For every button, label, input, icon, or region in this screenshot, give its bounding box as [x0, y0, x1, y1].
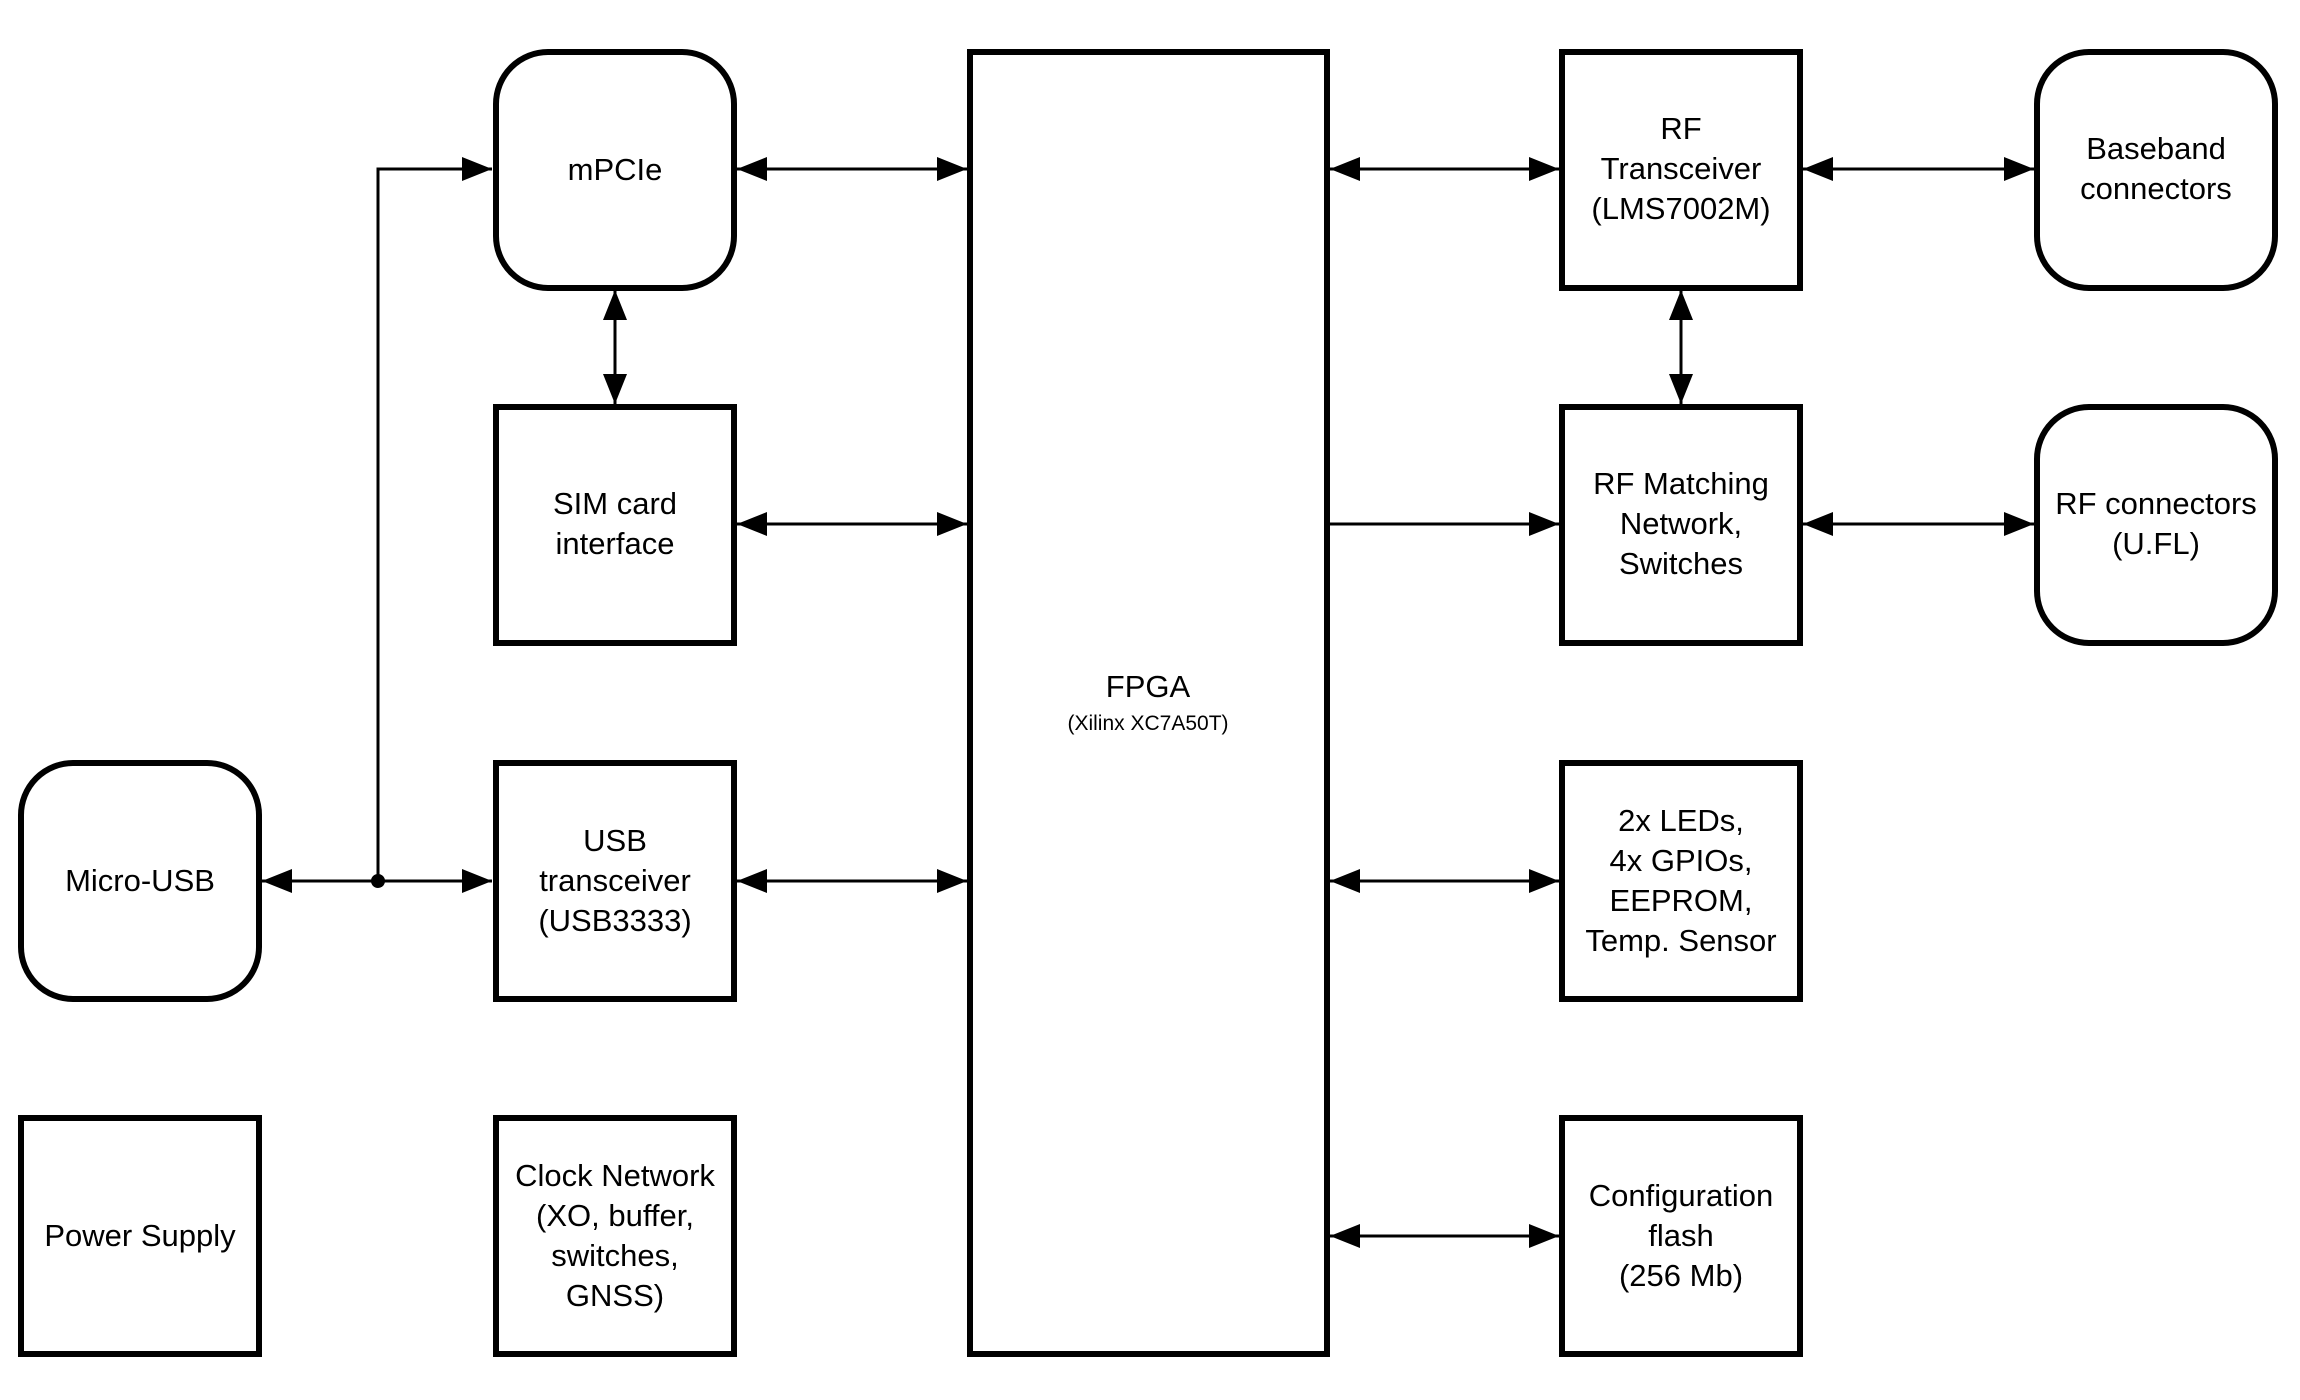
block-label: 2x LEDs,: [1618, 803, 1744, 838]
block-label: Configuration: [1589, 1178, 1773, 1213]
block-label: RF: [1660, 111, 1701, 146]
block-label: Baseband: [2086, 131, 2226, 166]
block-mpcie: mPCIe: [493, 49, 737, 291]
block-label: connectors: [2080, 171, 2232, 206]
block-label: mPCIe: [568, 152, 663, 187]
block-clock-network: Clock Network (XO, buffer, switches, GNS…: [493, 1115, 737, 1357]
block-rf-matching-network: RF Matching Network, Switches: [1559, 404, 1803, 646]
block-sim-card-interface: SIM card interface: [493, 404, 737, 646]
block-label: Transceiver: [1601, 151, 1762, 186]
block-label: RF connectors: [2055, 486, 2257, 521]
block-label: EEPROM,: [1610, 883, 1753, 918]
block-label: SIM card: [553, 486, 677, 521]
block-sublabel: (Xilinx XC7A50T): [1067, 712, 1228, 735]
block-label: switches,: [551, 1238, 678, 1273]
block-usb-transceiver: USB transceiver (USB3333): [493, 760, 737, 1002]
block-label: RF Matching: [1593, 466, 1769, 501]
block-configuration-flash: Configuration flash (256 Mb): [1559, 1115, 1803, 1357]
block-power-supply: Power Supply: [18, 1115, 262, 1357]
block-label: Temp. Sensor: [1585, 923, 1776, 958]
block-rf-transceiver: RF Transceiver (LMS7002M): [1559, 49, 1803, 291]
block-micro-usb: Micro-USB: [18, 760, 262, 1002]
block-label: interface: [556, 526, 675, 561]
block-label: 4x GPIOs,: [1610, 843, 1753, 878]
block-label: GNSS): [566, 1278, 664, 1313]
block-leds-gpios-eeprom-sensor: 2x LEDs, 4x GPIOs, EEPROM, Temp. Sensor: [1559, 760, 1803, 1002]
block-label: (XO, buffer,: [536, 1198, 694, 1233]
block-baseband-connectors: Baseband connectors: [2034, 49, 2278, 291]
block-label: Power Supply: [44, 1218, 236, 1253]
block-label: (U.FL): [2112, 526, 2200, 561]
connector-junction-mpcie: [376, 157, 492, 881]
block-label: USB: [583, 823, 647, 858]
block-label: Network,: [1620, 506, 1742, 541]
block-label: transceiver: [539, 863, 691, 898]
block-label: Micro-USB: [65, 863, 215, 898]
block-label: FPGA: [1106, 669, 1191, 704]
junction-dot: [371, 874, 385, 888]
block-label: (LMS7002M): [1591, 191, 1770, 226]
connections: [262, 157, 2034, 1248]
block-label: (USB3333): [538, 903, 691, 938]
block-rf-connectors: RF connectors (U.FL): [2034, 404, 2278, 646]
block-label: (256 Mb): [1619, 1258, 1743, 1293]
block-fpga: FPGA (Xilinx XC7A50T): [967, 49, 1330, 1357]
block-label: Clock Network: [515, 1158, 715, 1193]
block-label: flash: [1648, 1218, 1713, 1253]
block-label: Switches: [1619, 546, 1743, 581]
